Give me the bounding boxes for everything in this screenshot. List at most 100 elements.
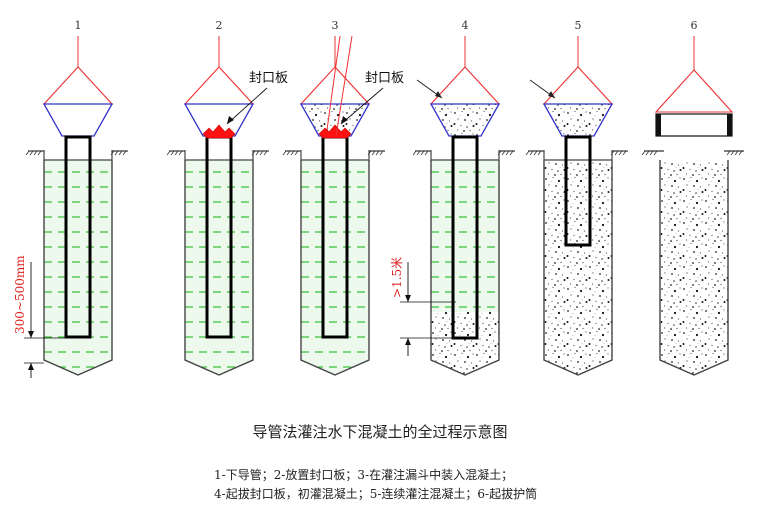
diagram-title: 导管法灌注水下混凝土的全过程示意图: [252, 423, 508, 441]
stage-5: 5: [525, 19, 628, 376]
ground-hatch: [537, 150, 542, 156]
borehole-outline: [300, 160, 370, 376]
pour-arrowhead: [548, 91, 555, 98]
borehole-outline: [430, 160, 500, 376]
ground-hatch: [525, 150, 530, 156]
ground-hatch: [622, 150, 627, 156]
ground-hatch: [645, 150, 650, 156]
hopper-sling: [42, 66, 114, 105]
borehole-fill: [301, 160, 369, 375]
ground-hatch: [420, 150, 425, 156]
dimension-label: >1.5米: [390, 257, 404, 298]
lifted-casing: [655, 113, 733, 137]
hopper-funnel: [183, 103, 255, 137]
ground-hatch: [509, 150, 514, 156]
ground-hatch: [618, 150, 623, 156]
ground-hatch: [412, 150, 417, 156]
casing: [43, 150, 113, 161]
legend-line-2: 4-起拔封口板，初灌混凝土；5-连续灌注混凝土；6-起拔护筒: [214, 487, 538, 501]
hopper-sling: [542, 66, 614, 105]
guide-pipe: [64, 135, 92, 339]
borehole-fill: [544, 160, 612, 375]
borehole-outline: [659, 160, 729, 376]
seal-plate: [202, 124, 236, 139]
hopper-funnel: [42, 103, 114, 137]
callout-arrowhead: [227, 116, 234, 124]
ground-hatch: [653, 150, 658, 156]
borehole-outline: [543, 160, 613, 376]
seal-plate-label: 封口板: [365, 71, 404, 86]
ground-hatch: [501, 150, 506, 156]
ground-hatch: [505, 150, 510, 156]
pour-arrowhead: [435, 91, 442, 98]
water-region: [431, 160, 499, 312]
casing: [184, 150, 254, 161]
ground-hatch: [25, 150, 30, 156]
ground-hatch: [122, 150, 127, 156]
legend-line-1: 1-下导管；2-放置封口板；3-在灌注漏斗中装入混凝土；: [214, 468, 514, 482]
ground-hatch: [114, 150, 119, 156]
ground-hatch: [259, 150, 264, 156]
callout-arrowhead: [341, 116, 348, 124]
ground-hatch: [286, 150, 291, 156]
ground-hatch: [255, 150, 260, 156]
ground-hatch: [734, 150, 739, 156]
hopper-sling: [183, 66, 255, 105]
stage-number: 3: [332, 19, 339, 32]
guide-pipe: [451, 135, 479, 340]
dimension-arrow: [405, 295, 411, 302]
ground-hatch: [738, 150, 743, 156]
seal-plate-callout: 封口板: [340, 71, 404, 125]
callout-leader: [340, 87, 384, 125]
dimension-1-5m: >1.5米: [390, 257, 456, 356]
stage-number: 5: [575, 19, 582, 32]
dimension-arrow: [28, 331, 34, 338]
stage-1: 1: [25, 19, 128, 376]
ground-hatch: [174, 150, 179, 156]
hopper-concrete: [431, 104, 499, 136]
hopper-concrete: [544, 104, 612, 136]
hopper-concrete: [301, 104, 369, 136]
casing-edge-right: [727, 114, 732, 136]
concrete-region: [431, 312, 499, 375]
borehole-fill: [185, 160, 253, 375]
casing-sling: [654, 69, 734, 113]
casing: [300, 150, 370, 161]
dimension-arrow: [28, 363, 34, 370]
stage-number: 1: [75, 19, 82, 32]
ground-hatch: [371, 150, 376, 156]
guide-pipe: [564, 135, 592, 247]
casing-edge-left: [656, 114, 661, 136]
ground-hatch: [649, 150, 654, 156]
ground-hatch: [529, 150, 534, 156]
seal-plate-callout: 封口板: [226, 71, 288, 125]
borehole-fill: [44, 160, 112, 375]
stage-4: 4: [412, 19, 515, 376]
ground-hatch: [282, 150, 287, 156]
ground-hatch: [730, 150, 735, 156]
hopper-funnel: [299, 103, 371, 137]
ground-hatch: [294, 150, 299, 156]
seal-plate-label: 封口板: [249, 71, 288, 86]
dimension-arrow: [405, 338, 411, 345]
ground-hatch: [641, 150, 646, 156]
casing: [543, 150, 613, 161]
stage-number: 6: [691, 19, 698, 32]
ground-hatch: [170, 150, 175, 156]
ground-hatch: [263, 150, 268, 156]
hopper-funnel: [542, 103, 614, 137]
dimension-300-500: 300~500mm: [13, 255, 70, 378]
valve-rod: [335, 35, 353, 137]
dimension-label: 300~500mm: [13, 255, 27, 334]
ground-hatch: [416, 150, 421, 156]
borehole-outline: [43, 160, 113, 376]
hopper-funnel: [429, 103, 501, 137]
stage-6: 6: [641, 19, 744, 376]
ground-hatch: [29, 150, 34, 156]
stage-number: 4: [462, 19, 469, 32]
ground-hatch: [37, 150, 42, 156]
callout-leader: [226, 87, 268, 125]
ground-hatch: [726, 150, 731, 156]
borehole-outline: [184, 160, 254, 376]
